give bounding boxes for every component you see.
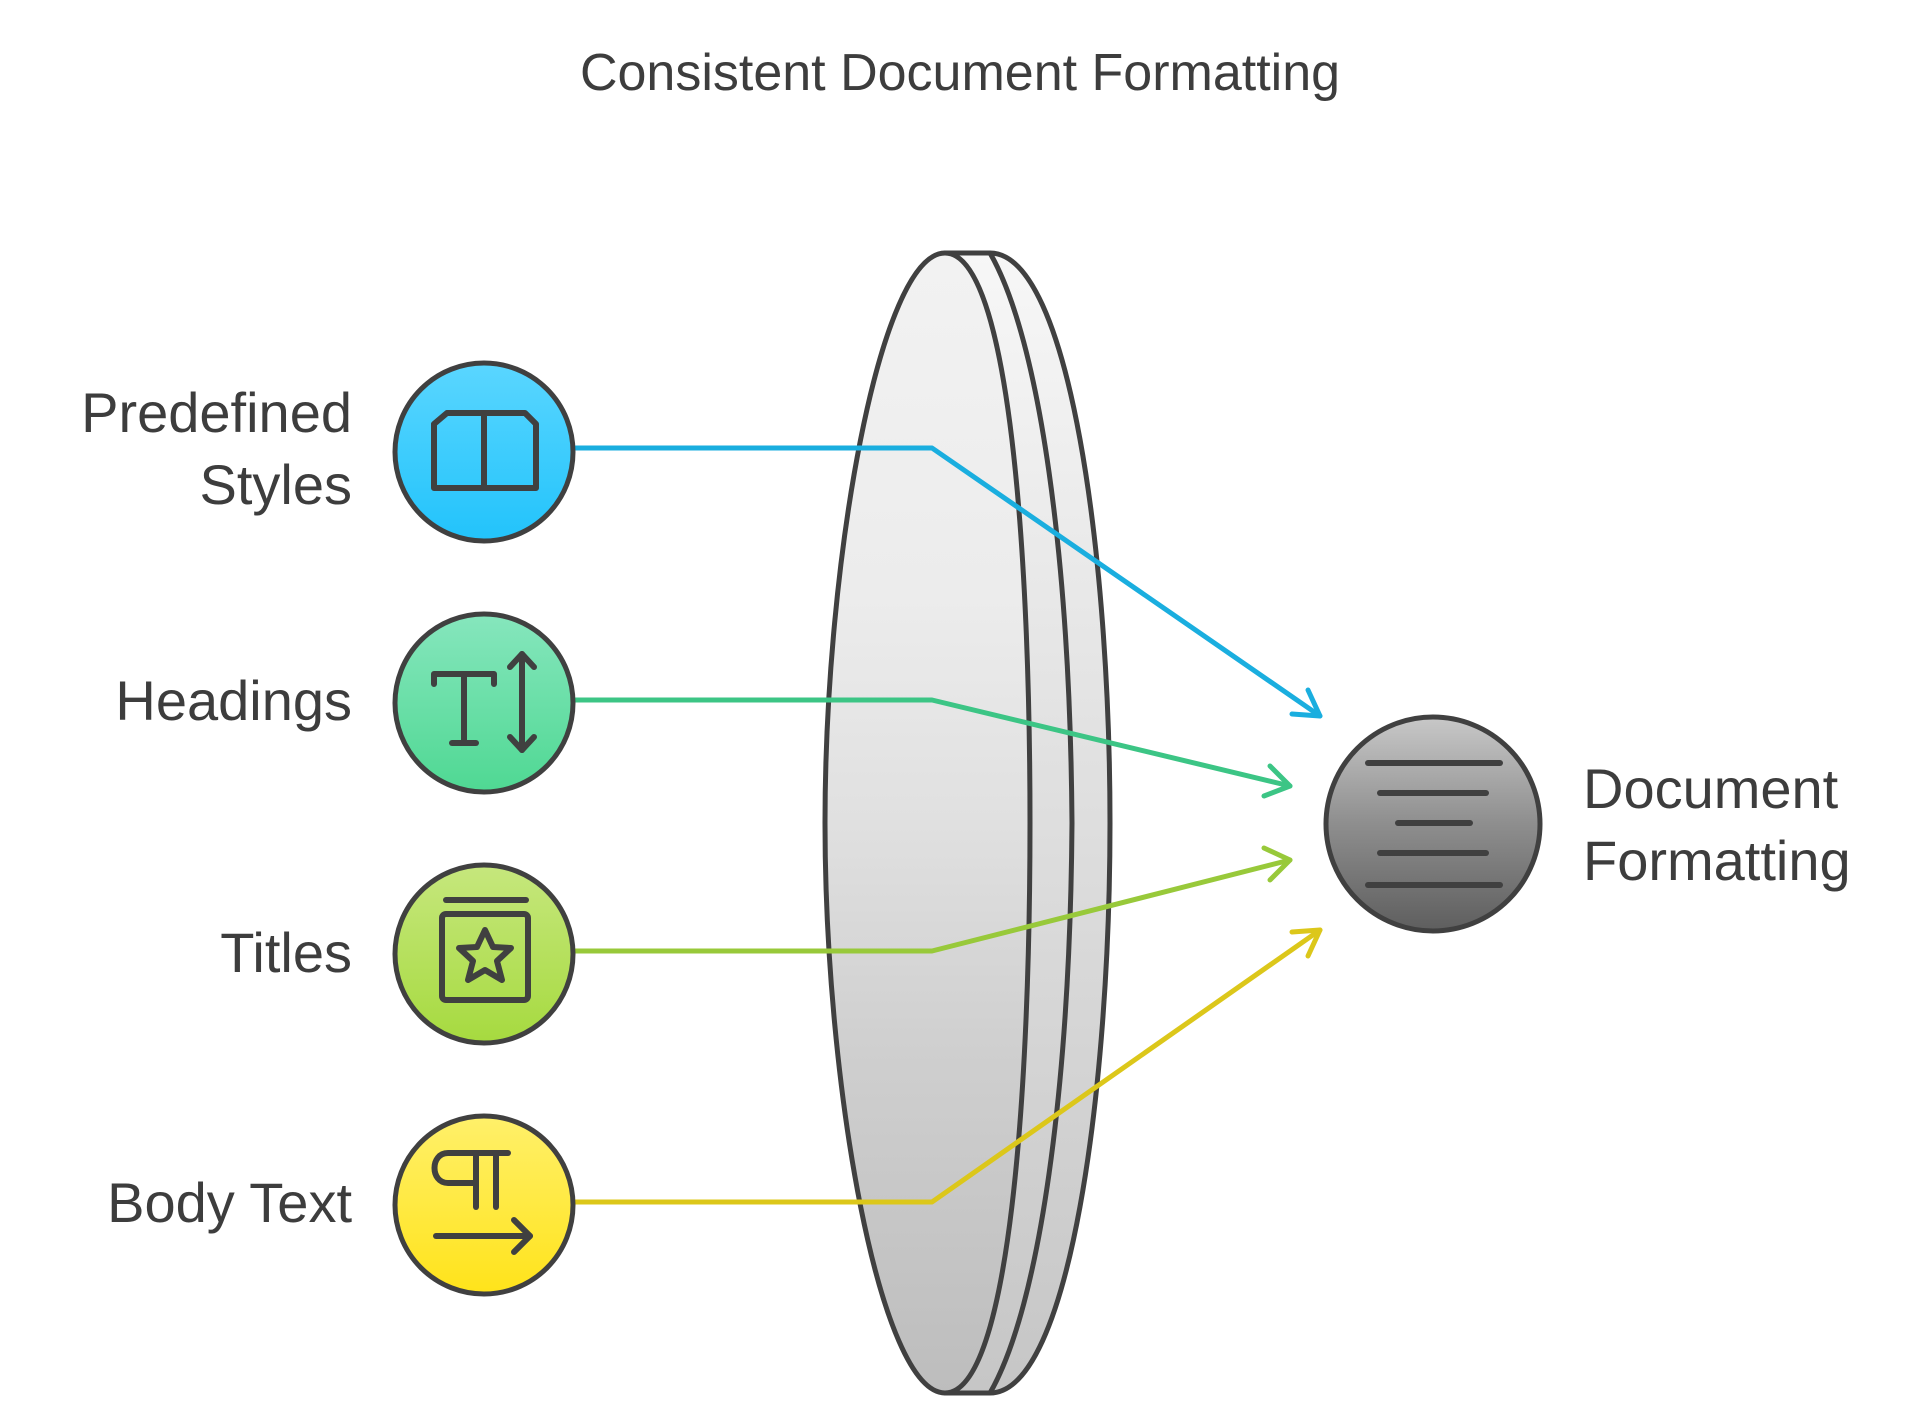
connector-predefined-styles	[570, 445, 1323, 719]
text-height-icon	[431, 651, 537, 753]
connector-body-text	[570, 927, 1323, 1205]
label-document-formatting-line2: Formatting	[1583, 829, 1851, 892]
input-node-titles: Titles	[220, 862, 576, 1046]
node-circle	[392, 862, 576, 1046]
input-node-headings: Headings	[115, 611, 576, 795]
node-circle	[392, 611, 576, 795]
diagram-title: Consistent Document Formatting	[580, 44, 1340, 102]
output-node-document-formatting: Document Formatting	[1323, 714, 1851, 934]
book-open-icon	[431, 410, 539, 491]
label-headings: Headings	[115, 669, 352, 732]
node-circle	[392, 1113, 576, 1297]
label-predefined-styles-line1: Predefined	[81, 381, 352, 444]
lens-shape	[822, 250, 1113, 1396]
label-predefined-styles-line2: Styles	[200, 453, 353, 516]
paragraph-icon	[431, 1150, 533, 1255]
connector-titles	[570, 845, 1293, 954]
label-body-text: Body Text	[107, 1171, 352, 1234]
star-card-icon	[439, 897, 531, 1003]
connector-headings	[570, 697, 1293, 799]
label-document-formatting-line1: Document	[1583, 757, 1839, 820]
connector-lines	[570, 445, 1323, 1205]
input-node-body-text: Body Text	[107, 1113, 576, 1297]
align-center-icon	[1365, 760, 1503, 888]
input-node-predefined-styles: Predefined Styles	[81, 360, 576, 544]
label-titles: Titles	[220, 921, 352, 984]
